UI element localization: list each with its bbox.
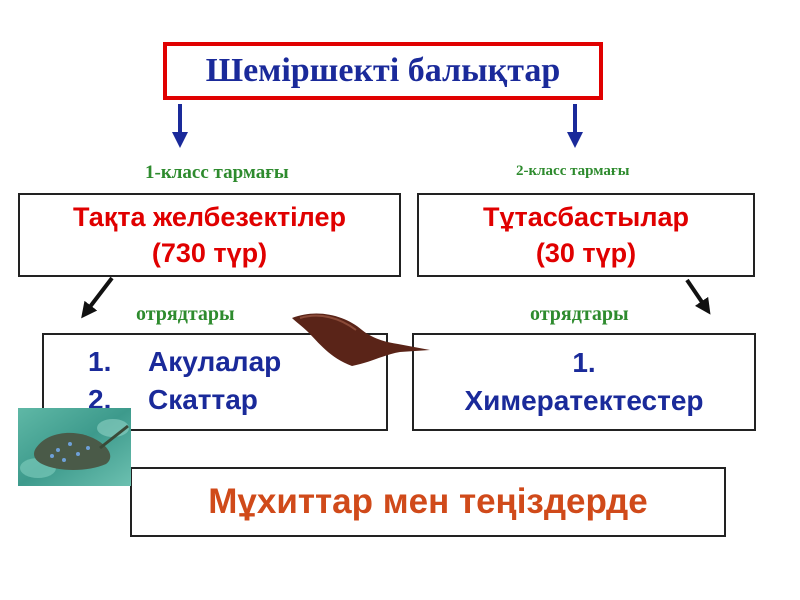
subclass-box-right: Тұтасбастылар (30 түр): [417, 193, 755, 277]
subclass-name: Тақта желбезектілер: [72, 202, 346, 232]
list-number: 1.: [88, 346, 112, 377]
list-number: 2.: [88, 384, 112, 415]
order-name: Скаттар: [148, 384, 258, 415]
subclass-name: Тұтасбастылар: [482, 202, 690, 232]
orders-label-left: отрядтары: [128, 303, 243, 326]
root-title-box: Шеміршекті балықтар: [163, 42, 603, 100]
list-item: 2. Скаттар: [88, 381, 386, 419]
habitat-box: Мұхиттар мен теңіздерде: [130, 467, 726, 537]
orders-box-right: 1. Химератектестер: [412, 333, 756, 431]
orders-label-right: отрядтары: [522, 303, 637, 326]
list-number: 1.: [572, 347, 596, 378]
class-2-label: 2-класс тармағы: [516, 163, 630, 179]
subclass-box-left: Тақта желбезектілер (730 түр): [18, 193, 401, 277]
stingray-photo-image: [18, 408, 131, 486]
habitat-text: Мұхиттар мен теңіздерде: [208, 482, 648, 521]
order-name: Химератектестер: [464, 385, 704, 416]
stingray-photo: [18, 408, 131, 486]
list-item: 1. Акулалар: [88, 343, 386, 381]
subclass-count: (30 түр): [535, 238, 637, 268]
subclass-count: (730 түр): [151, 238, 268, 268]
order-name: Акулалар: [148, 346, 282, 377]
class-1-label: 1-класс тармағы: [145, 162, 289, 183]
diagonal-arrow-icon: [81, 276, 114, 319]
root-title: Шеміршекті балықтар: [205, 52, 561, 89]
diagonal-arrow-icon: [685, 278, 711, 315]
